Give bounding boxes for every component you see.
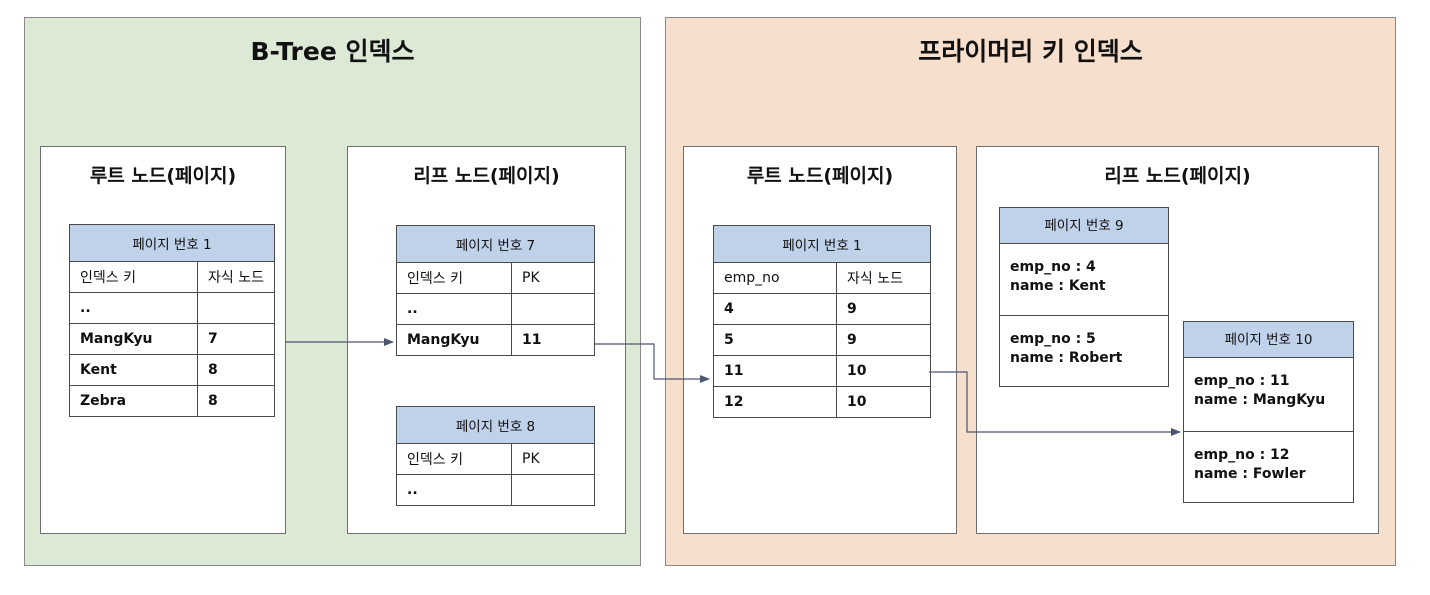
index-key-cell: .. xyxy=(69,292,198,324)
table-row: .. xyxy=(69,292,275,324)
record-emp-no: emp_no : 12 xyxy=(1194,447,1290,463)
table-column-header-row: 인덱스 키 자식 노드 xyxy=(69,261,275,293)
pk-leaf-page-9-table: 페이지 번호 9 emp_no : 4 name : Kent emp_no :… xyxy=(999,207,1169,387)
table-row: Zebra 8 xyxy=(69,385,275,417)
table-row: 4 9 xyxy=(713,293,931,325)
pk-root-page-table: 페이지 번호 1 emp_no 자식 노드 4 9 5 9 11 10 12 1… xyxy=(713,225,931,418)
page-number-header: 페이지 번호 8 xyxy=(396,406,595,444)
table-row: .. xyxy=(396,474,595,506)
table-row: MangKyu 11 xyxy=(396,324,595,356)
pk-leaf-node-title: 리프 노드(페이지) xyxy=(1104,165,1251,187)
btree-leaf-node-title: 리프 노드(페이지) xyxy=(413,165,560,187)
page-number-header: 페이지 번호 9 xyxy=(1000,208,1168,244)
child-node-cell: 10 xyxy=(836,386,931,418)
index-key-cell: MangKyu xyxy=(69,323,198,355)
column-header: 자식 노드 xyxy=(836,262,931,294)
btree-leaf-page-8-table: 페이지 번호 8 인덱스 키 PK .. xyxy=(396,406,595,506)
child-node-cell: 10 xyxy=(836,355,931,387)
record: emp_no : 11 name : MangKyu xyxy=(1184,358,1353,432)
table-column-header-row: emp_no 자식 노드 xyxy=(713,262,931,294)
btree-root-page-table: 페이지 번호 1 인덱스 키 자식 노드 .. MangKyu 7 Kent 8… xyxy=(69,224,275,417)
pk-root-node-title: 루트 노드(페이지) xyxy=(746,165,894,187)
pk-cell xyxy=(511,474,595,506)
column-header: PK xyxy=(511,262,595,294)
table-row: Kent 8 xyxy=(69,354,275,386)
record-emp-no: emp_no : 5 xyxy=(1010,331,1096,347)
column-header: emp_no xyxy=(713,262,837,294)
column-header: 인덱스 키 xyxy=(396,443,512,475)
index-key-cell: .. xyxy=(396,293,512,325)
index-key-cell: Zebra xyxy=(69,385,198,417)
btree-root-node-title: 루트 노드(페이지) xyxy=(89,165,237,187)
column-header: 인덱스 키 xyxy=(69,261,198,293)
column-header: PK xyxy=(511,443,595,475)
emp-no-cell: 12 xyxy=(713,386,837,418)
table-row: 5 9 xyxy=(713,324,931,356)
table-row: 12 10 xyxy=(713,386,931,418)
pk-panel-title: 프라이머리 키 인덱스 xyxy=(918,37,1143,66)
record: emp_no : 4 name : Kent xyxy=(1000,244,1168,316)
page-number-header: 페이지 번호 10 xyxy=(1184,322,1353,358)
child-node-cell: 8 xyxy=(197,354,275,386)
emp-no-cell: 5 xyxy=(713,324,837,356)
column-header: 자식 노드 xyxy=(197,261,275,293)
btree-leaf-page-7-table: 페이지 번호 7 인덱스 키 PK .. MangKyu 11 xyxy=(396,225,595,356)
record-name: name : Fowler xyxy=(1194,466,1306,482)
page-number-header: 페이지 번호 1 xyxy=(713,225,931,263)
child-node-cell: 8 xyxy=(197,385,275,417)
index-key-cell: .. xyxy=(396,474,512,506)
page-number-header: 페이지 번호 1 xyxy=(69,224,275,262)
child-node-cell: 9 xyxy=(836,324,931,356)
table-row: 11 10 xyxy=(713,355,931,387)
child-node-cell: 7 xyxy=(197,323,275,355)
table-row: .. xyxy=(396,293,595,325)
index-key-cell: Kent xyxy=(69,354,198,386)
pk-cell: 11 xyxy=(511,324,595,356)
child-node-cell: 9 xyxy=(836,293,931,325)
record: emp_no : 12 name : Fowler xyxy=(1184,432,1353,502)
record-name: name : Robert xyxy=(1010,350,1123,366)
pk-leaf-page-10-table: 페이지 번호 10 emp_no : 11 name : MangKyu emp… xyxy=(1183,321,1354,503)
emp-no-cell: 4 xyxy=(713,293,837,325)
record-name: name : Kent xyxy=(1010,278,1106,294)
table-row: MangKyu 7 xyxy=(69,323,275,355)
btree-panel-title: B-Tree 인덱스 xyxy=(250,37,415,66)
page-number-header: 페이지 번호 7 xyxy=(396,225,595,263)
index-key-cell: MangKyu xyxy=(396,324,512,356)
record-emp-no: emp_no : 11 xyxy=(1194,373,1290,389)
table-column-header-row: 인덱스 키 PK xyxy=(396,443,595,475)
emp-no-cell: 11 xyxy=(713,355,837,387)
record-emp-no: emp_no : 4 xyxy=(1010,259,1096,275)
record: emp_no : 5 name : Robert xyxy=(1000,316,1168,386)
column-header: 인덱스 키 xyxy=(396,262,512,294)
record-name: name : MangKyu xyxy=(1194,392,1326,408)
child-node-cell xyxy=(197,292,275,324)
table-column-header-row: 인덱스 키 PK xyxy=(396,262,595,294)
pk-cell xyxy=(511,293,595,325)
